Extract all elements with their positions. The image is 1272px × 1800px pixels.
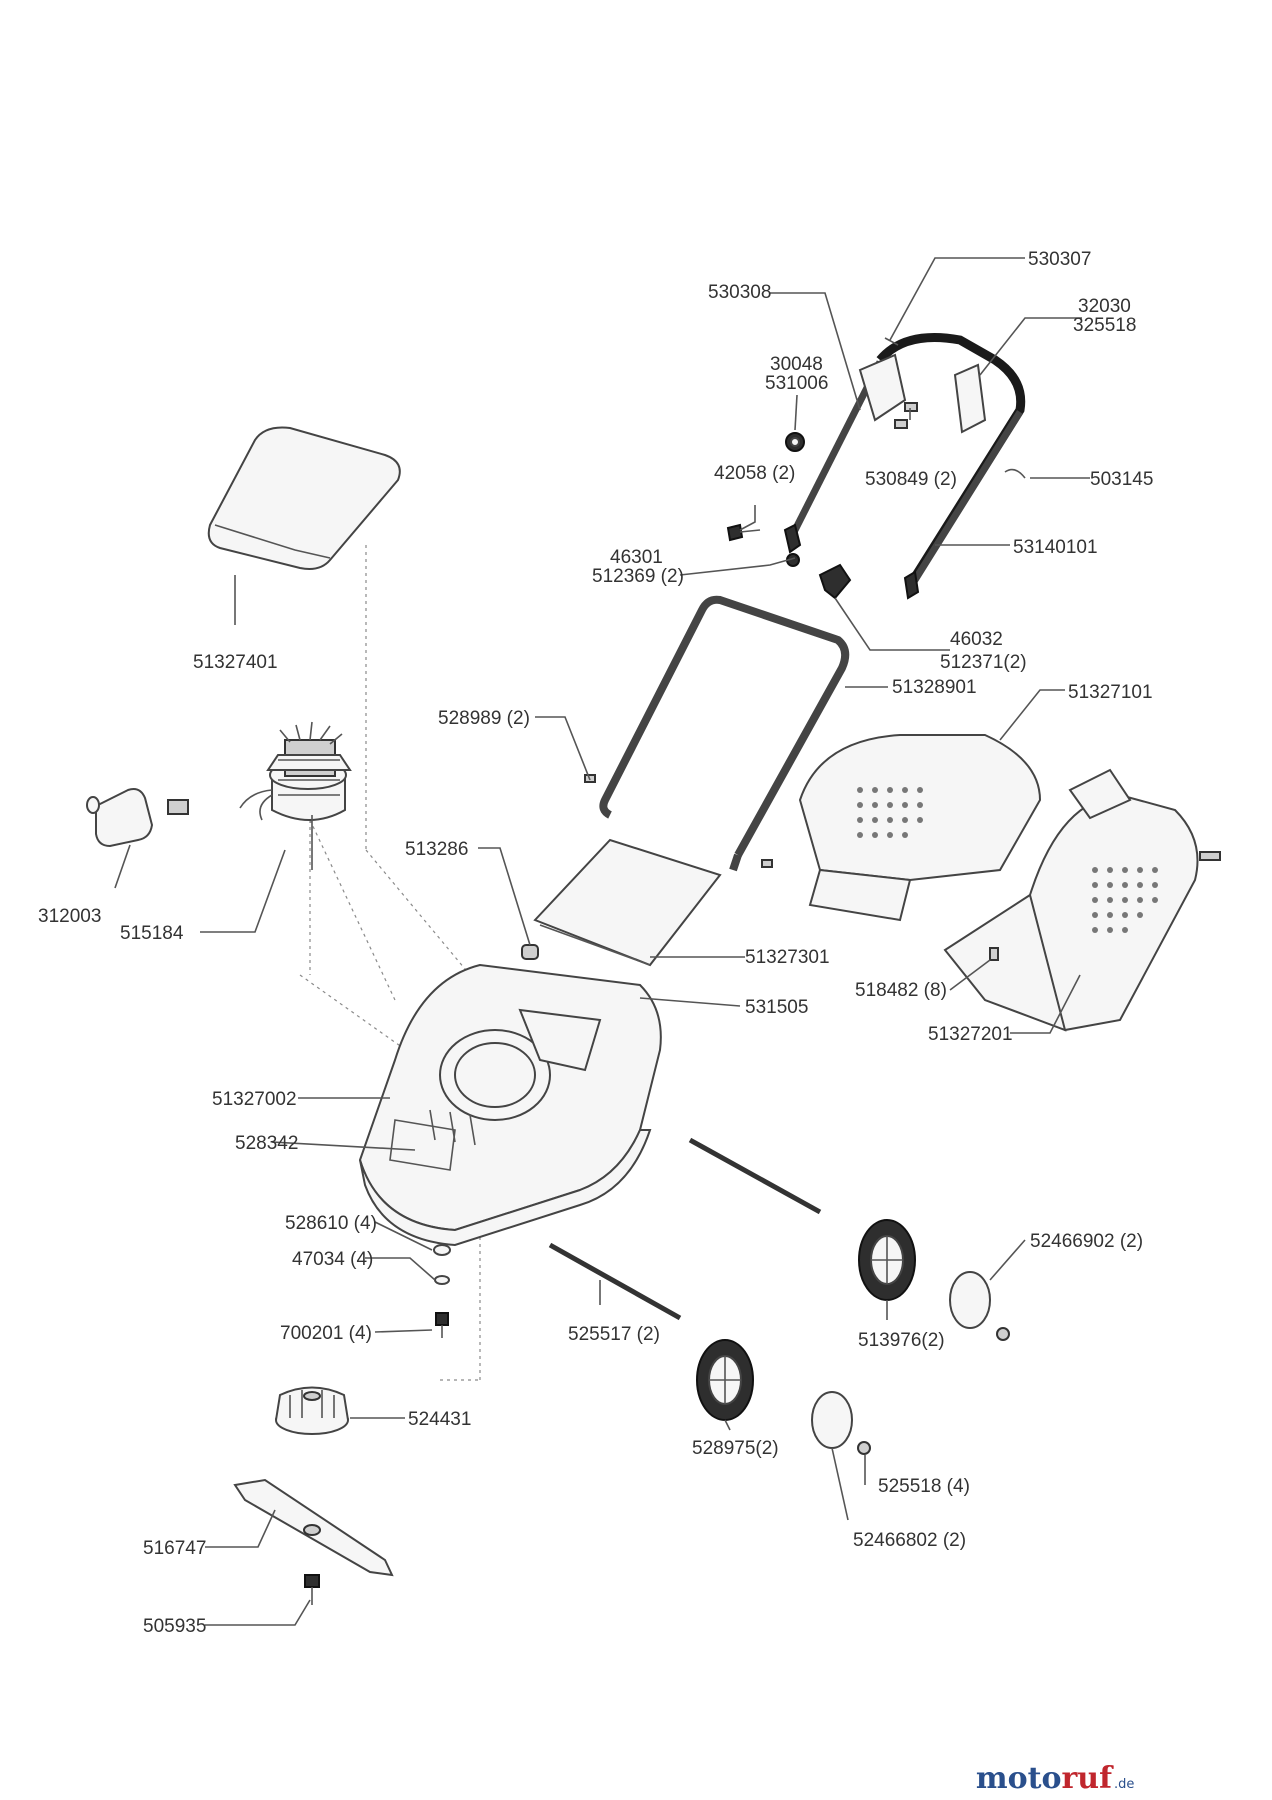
front-wheel xyxy=(696,1339,754,1421)
rear-flap xyxy=(533,838,722,967)
label-531505: 531505 xyxy=(745,997,808,1018)
label-51327401: 51327401 xyxy=(193,652,278,673)
label-312003: 312003 xyxy=(38,906,101,927)
watermark-suffix: .de xyxy=(1114,1777,1134,1792)
label-503145: 503145 xyxy=(1090,469,1153,490)
watermark-logo: motoruf .de xyxy=(976,1761,1135,1796)
upper-hardware xyxy=(726,402,1026,600)
motor xyxy=(239,721,352,870)
label-525518-4: 525518 (4) xyxy=(878,1476,970,1497)
assembly-guide-lines xyxy=(299,545,481,1381)
label-528342: 528342 xyxy=(235,1133,298,1154)
rear-wheel xyxy=(858,1219,916,1301)
capacitor xyxy=(86,788,189,848)
label-51327201: 51327201 xyxy=(928,1024,1013,1045)
label-525517: 525517 (2) xyxy=(568,1324,660,1345)
blade-bolt xyxy=(304,1574,320,1605)
label-515184: 515184 xyxy=(120,923,184,944)
front-wheel-cap xyxy=(811,1391,871,1455)
label-524431: 524431 xyxy=(408,1409,471,1430)
blade xyxy=(233,1478,394,1577)
label-52466802: 52466802 (2) xyxy=(853,1530,966,1551)
label-30048: 30048 xyxy=(770,354,823,375)
label-51327301: 51327301 xyxy=(745,947,830,968)
label-513286: 513286 xyxy=(405,839,468,860)
lower-handle xyxy=(584,595,850,872)
part-labels: 530307 530308 32030 325518 30048 531006 … xyxy=(38,249,1153,1637)
axles xyxy=(548,1137,822,1321)
watermark-part1: moto xyxy=(976,1761,1062,1796)
fan xyxy=(275,1386,349,1435)
label-513976: 513976(2) xyxy=(858,1330,945,1351)
label-528989: 528989 (2) xyxy=(438,708,530,729)
label-46301: 46301 xyxy=(610,547,663,568)
svg-text:motoruf: motoruf xyxy=(976,1761,1114,1796)
label-53140101: 53140101 xyxy=(1013,537,1098,558)
label-505935: 505935 xyxy=(143,1616,206,1637)
label-530307: 530307 xyxy=(1028,249,1091,270)
label-32030: 32030 xyxy=(1078,296,1131,317)
deck-fasteners xyxy=(433,1244,451,1338)
label-528975: 528975(2) xyxy=(692,1438,779,1459)
label-42058: 42058 (2) xyxy=(714,463,795,484)
label-528610: 528610 (4) xyxy=(285,1213,377,1234)
label-46032: 46032 xyxy=(950,629,1003,650)
label-518482: 518482 (8) xyxy=(855,980,947,1001)
label-512369: 512369 (2) xyxy=(592,566,684,587)
label-530308: 530308 xyxy=(708,282,771,303)
label-51328901: 51328901 xyxy=(892,677,977,698)
upper-handle xyxy=(783,333,1026,600)
rear-wheel-cap xyxy=(949,1271,1010,1341)
label-530849: 530849 (2) xyxy=(865,469,957,490)
leader-lines xyxy=(114,257,1090,1626)
label-52466902: 52466902 (2) xyxy=(1030,1231,1143,1252)
watermark-part2: ruf xyxy=(1061,1761,1114,1796)
label-700201: 700201 (4) xyxy=(280,1323,372,1344)
label-516747: 516747 xyxy=(143,1538,206,1559)
label-512371: 512371(2) xyxy=(940,652,1027,673)
label-531006: 531006 xyxy=(765,373,828,394)
mower-deck xyxy=(358,963,662,1247)
catcher-lid xyxy=(207,426,401,570)
label-325518: 325518 xyxy=(1073,315,1136,336)
catcher-body xyxy=(798,734,1221,1032)
label-47034: 47034 (4) xyxy=(292,1249,373,1270)
label-51327101: 51327101 xyxy=(1068,682,1153,703)
label-51327002: 51327002 xyxy=(212,1089,297,1110)
